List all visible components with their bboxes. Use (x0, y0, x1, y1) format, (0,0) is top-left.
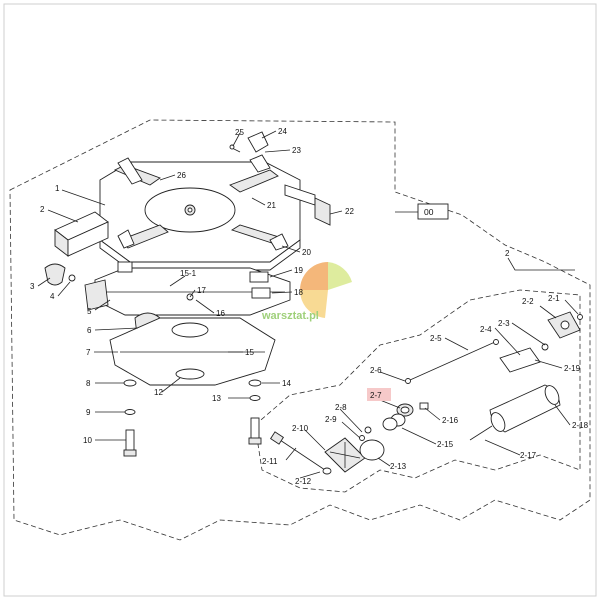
label-22: 22 (345, 207, 354, 216)
label-2-10: 2-10 (292, 424, 309, 433)
label-2-11: 2-11 (262, 457, 278, 466)
jaw-back-left (117, 224, 169, 249)
label-16: 16 (216, 309, 225, 318)
label-2-2: 2-2 (522, 297, 534, 306)
highlight-2-7 (367, 388, 391, 401)
label-17: 17 (197, 286, 206, 295)
label-7: 7 (86, 348, 91, 357)
cylinder-2-18 (489, 384, 561, 433)
label-2-8: 2-8 (335, 403, 347, 412)
label-2-13: 2-13 (390, 462, 407, 471)
label-8: 8 (86, 379, 91, 388)
label-2-5: 2-5 (430, 334, 442, 343)
middle-layer (84, 261, 291, 316)
label-5: 5 (87, 307, 92, 316)
ring-2-13 (359, 439, 385, 461)
cover-2-2 (547, 311, 583, 339)
label-2-9: 2-9 (325, 415, 337, 424)
label-15: 15 (245, 348, 254, 357)
label-2: 2 (40, 205, 45, 214)
label-2-6: 2-6 (370, 366, 382, 375)
label-26: 26 (177, 171, 186, 180)
label-13: 13 (212, 394, 221, 403)
rod-2-17 (469, 425, 493, 441)
label-24: 24 (278, 127, 287, 136)
assembly-ref-box (417, 203, 449, 220)
label-2-12: 2-12 (295, 477, 312, 486)
watermark-logo (299, 262, 352, 318)
label-2-15: 2-15 (437, 440, 454, 449)
nut-2-7 (396, 403, 414, 417)
oring-2-3 (541, 343, 549, 351)
part-2-16 (419, 402, 429, 410)
label-3: 3 (30, 282, 35, 291)
label-2-17: 2-17 (520, 451, 537, 460)
rod-2-5 (409, 341, 496, 381)
label-14: 14 (282, 379, 291, 388)
label-21: 21 (267, 201, 276, 210)
pedal-parts-23-25 (229, 131, 269, 153)
part-2-19 (499, 347, 541, 373)
label-23: 23 (292, 146, 301, 155)
bolt-stack-right (248, 379, 262, 445)
part-2-9 (359, 435, 365, 441)
label-2-18: 2-18 (572, 421, 589, 430)
label-20: 20 (302, 248, 311, 257)
label-2-16: 2-16 (442, 416, 459, 425)
label-15-1: 15-1 (180, 269, 197, 278)
label-2-4: 2-4 (480, 325, 492, 334)
label-2-3: 2-3 (498, 319, 510, 328)
label-group-2: 2 (505, 249, 510, 258)
label-12: 12 (154, 388, 163, 397)
watermark-text: warsztat.pl (261, 310, 319, 322)
label-9: 9 (86, 408, 91, 417)
label-19: 19 (294, 266, 303, 275)
bolt-2-11 (270, 431, 332, 475)
subassembly-boundary (254, 289, 581, 493)
label-18: 18 (294, 288, 303, 297)
label-1: 1 (55, 184, 60, 193)
label-6: 6 (87, 326, 92, 335)
outer-frame (3, 3, 597, 597)
side-cylinder-22 (284, 184, 331, 226)
jaw-front-right (230, 224, 289, 251)
label-2-19: 2-19 (564, 364, 581, 373)
part-4 (68, 274, 76, 282)
label-00: 00 (424, 207, 434, 217)
main-boundary (9, 119, 591, 541)
bolt-stack-left (123, 379, 137, 457)
part-3 (44, 263, 66, 286)
label-2-1: 2-1 (548, 294, 560, 303)
jaw-back-right (229, 154, 279, 193)
leader-lines (37, 130, 579, 479)
label-10: 10 (83, 436, 92, 445)
label-2-7: 2-7 (370, 391, 382, 400)
callout-labels: 1 2 3 4 5 6 7 8 9 10 12 13 14 15 15-1 16… (30, 127, 589, 486)
ring-12 (175, 368, 205, 380)
label-25: 25 (235, 128, 244, 137)
part-2-8 (364, 426, 372, 434)
plate-2-10 (324, 437, 366, 473)
jaw-front-left (113, 157, 161, 186)
label-4: 4 (50, 292, 55, 301)
cylinder-2 (54, 211, 109, 257)
